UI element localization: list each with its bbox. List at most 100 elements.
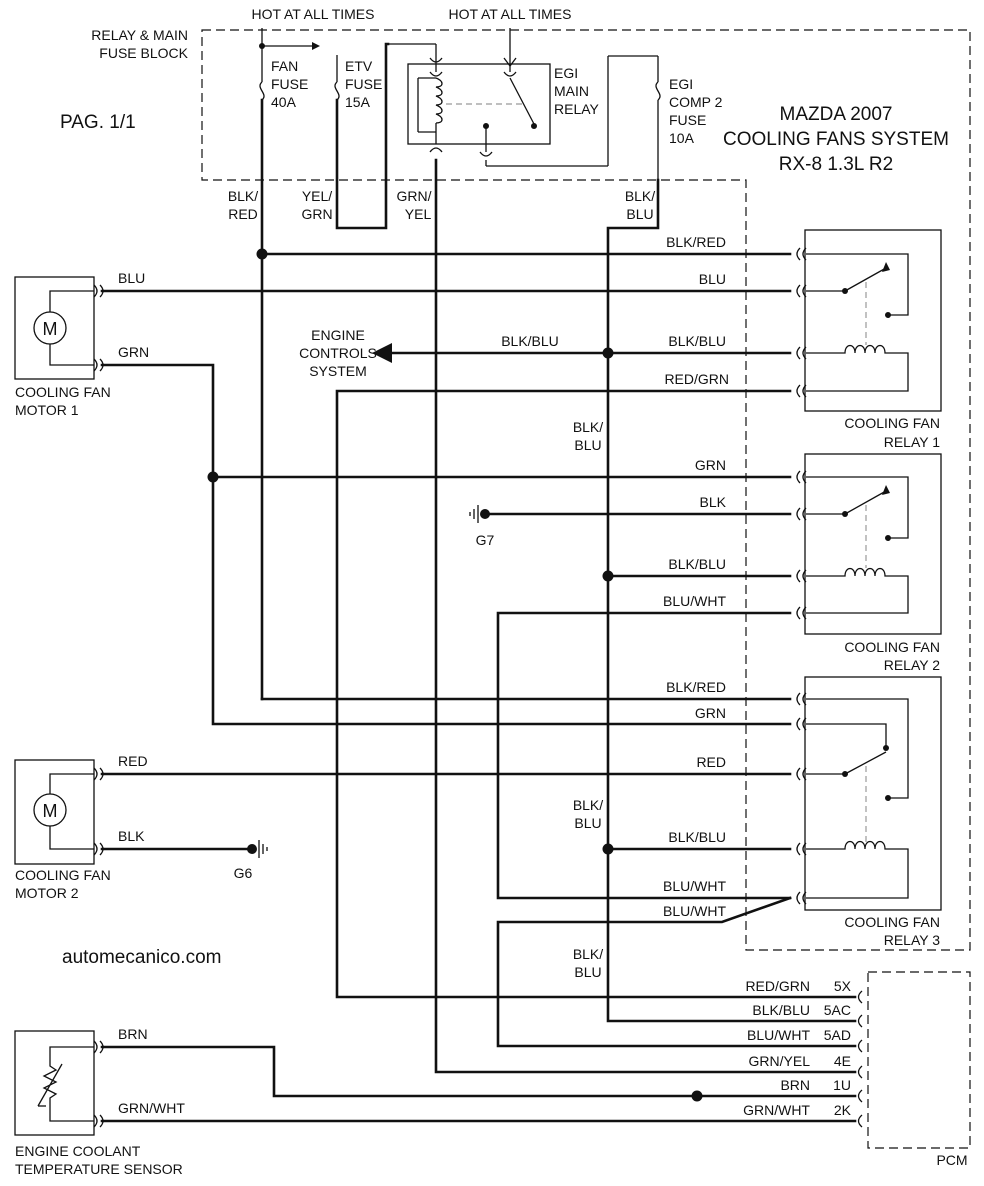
label-m2-blk: BLK <box>118 828 145 844</box>
relay3-label-2: RELAY 3 <box>884 932 941 948</box>
motor1-symbol: M <box>43 319 58 339</box>
label-r1-blk-red: BLK/RED <box>666 234 726 250</box>
etv-fuse-label-2: FUSE <box>345 76 382 92</box>
label-r3-grn: GRN <box>695 705 726 721</box>
engine-controls-label-2: CONTROLS <box>299 345 377 361</box>
wire-label-blk-blu-pcm-2: BLU <box>574 964 601 980</box>
label-r2-blu-wht: BLU/WHT <box>663 593 726 609</box>
ground-g6-label: G6 <box>234 865 253 881</box>
label-r1-blu: BLU <box>699 271 726 287</box>
label-r2-blk: BLK <box>700 494 727 510</box>
pcm-pin-5x: 5X <box>834 978 852 994</box>
etv-fuse-label-1: ETV <box>345 58 373 74</box>
title-make: MAZDA 2007 <box>780 104 893 125</box>
fan-fuse-symbol <box>259 81 265 101</box>
egi-comp-fuse-label-4: 10A <box>669 130 695 146</box>
wire-red-grn <box>335 389 857 999</box>
relay1-label-1: COOLING FAN <box>844 415 940 431</box>
etv-fuse-label-3: 15A <box>345 94 371 110</box>
wire-grn-yel <box>434 158 857 1074</box>
wire-label-blk-blu-top-1: BLK/ <box>625 188 655 204</box>
fan-fuse-label-1: FAN <box>271 58 298 74</box>
wire-label-yel-grn-1: YEL/ <box>302 188 332 204</box>
wire-blk-red <box>260 98 792 701</box>
pcm-pin-1u: 1U <box>833 1077 851 1093</box>
pcm-label: PCM <box>936 1152 967 1168</box>
label-m1-blu: BLU <box>118 270 145 286</box>
motor1-label-1: COOLING FAN <box>15 384 111 400</box>
wire-label-blk-blu-low-1: BLK/ <box>573 797 603 813</box>
wire-label-blk-blu-mid-2: BLU <box>574 437 601 453</box>
engine-coolant-temp-sensor <box>14 1030 104 1136</box>
fuse-block-outline <box>201 29 971 951</box>
pcm-wire-grn-wht: GRN/WHT <box>743 1102 810 1118</box>
engine-controls-arrow <box>372 343 392 363</box>
egi-comp-fuse-label-1: EGI <box>669 76 693 92</box>
egi-comp-fuse-label-3: FUSE <box>669 112 706 128</box>
pcm-pin-4e: 4E <box>834 1053 851 1069</box>
wire-blu-wht <box>496 611 857 1048</box>
motor2-label-1: COOLING FAN <box>15 867 111 883</box>
pcm-wire-grn-yel: GRN/YEL <box>749 1053 811 1069</box>
ground-g6-icon <box>247 840 268 858</box>
title-system: COOLING FANS SYSTEM <box>723 129 949 150</box>
motor1-label-2: MOTOR 1 <box>15 402 79 418</box>
wire-label-yel-grn-2: GRN <box>301 206 332 222</box>
ground-g7-label: G7 <box>476 532 495 548</box>
wire-label-blk-red-2: RED <box>228 206 258 222</box>
ects-label-1: ENGINE COOLANT <box>15 1143 141 1159</box>
pcm-wire-blu-wht: BLU/WHT <box>747 1027 810 1043</box>
ects-label-2: TEMPERATURE SENSOR <box>15 1161 183 1177</box>
label-blk-blu-engine: BLK/BLU <box>501 333 559 349</box>
wire-label-blk-blu-mid-1: BLK/ <box>573 419 603 435</box>
pcm-wire-brn: BRN <box>780 1077 810 1093</box>
etv-fuse-symbol <box>334 55 340 101</box>
relay1-label-2: RELAY 1 <box>884 434 941 450</box>
label-r2-grn: GRN <box>695 457 726 473</box>
watermark: automecanico.com <box>62 947 221 968</box>
label-r1-blk-blu: BLK/BLU <box>668 333 726 349</box>
motor2-symbol: M <box>43 801 58 821</box>
pcm-wire-red-grn: RED/GRN <box>745 978 810 994</box>
wire-blk-blu <box>384 178 857 1023</box>
label-r3-blu-wht-1: BLU/WHT <box>663 878 726 894</box>
egi-relay-label-3: RELAY <box>554 101 600 117</box>
pcm-connectors <box>857 990 863 1128</box>
wire-label-blk-blu-low-2: BLU <box>574 815 601 831</box>
label-r3-blu-wht-2: BLU/WHT <box>663 903 726 919</box>
wire-yel-grn <box>335 42 390 230</box>
fuse-block-label-2: FUSE BLOCK <box>99 45 188 61</box>
title-model: RX-8 1.3L R2 <box>779 154 893 175</box>
engine-controls-label-3: SYSTEM <box>309 363 367 379</box>
hot-at-all-times-right: HOT AT ALL TIMES <box>449 6 572 22</box>
label-m2-red: RED <box>118 753 148 769</box>
cooling-fan-relay-2 <box>796 453 942 635</box>
pcm-pin-5ac: 5AC <box>824 1002 851 1018</box>
wire-label-blk-blu-pcm-1: BLK/ <box>573 946 603 962</box>
hot-at-all-times-left: HOT AT ALL TIMES <box>252 6 375 22</box>
fuse-block-label-1: RELAY & MAIN <box>91 27 188 43</box>
wire-label-grn-yel-1: GRN/ <box>397 188 432 204</box>
junction-dots <box>207 248 703 1102</box>
label-ects-grn-wht: GRN/WHT <box>118 1100 185 1116</box>
pcm-wire-blk-blu: BLK/BLU <box>752 1002 810 1018</box>
cooling-fan-motor-2 <box>14 759 104 865</box>
fan-fuse-label-3: 40A <box>271 94 297 110</box>
label-ects-brn: BRN <box>118 1026 148 1042</box>
egi-comp-fuse-label-2: COMP 2 <box>669 94 723 110</box>
hot-bus-fan <box>259 28 320 82</box>
motor2-label-2: MOTOR 2 <box>15 885 79 901</box>
label-r3-red: RED <box>696 754 726 770</box>
engine-controls-label-1: ENGINE <box>311 327 365 343</box>
relay2-label-2: RELAY 2 <box>884 657 941 673</box>
cooling-fan-relay-1 <box>796 229 942 412</box>
cooling-fan-motor-1 <box>14 276 104 380</box>
relay2-label-1: COOLING FAN <box>844 639 940 655</box>
egi-relay-label-2: MAIN <box>554 83 589 99</box>
wire-label-grn-yel-2: YEL <box>405 206 432 222</box>
egi-relay-label-1: EGI <box>554 65 578 81</box>
wire-label-blk-blu-top-2: BLU <box>626 206 653 222</box>
label-r2-blk-blu: BLK/BLU <box>668 556 726 572</box>
